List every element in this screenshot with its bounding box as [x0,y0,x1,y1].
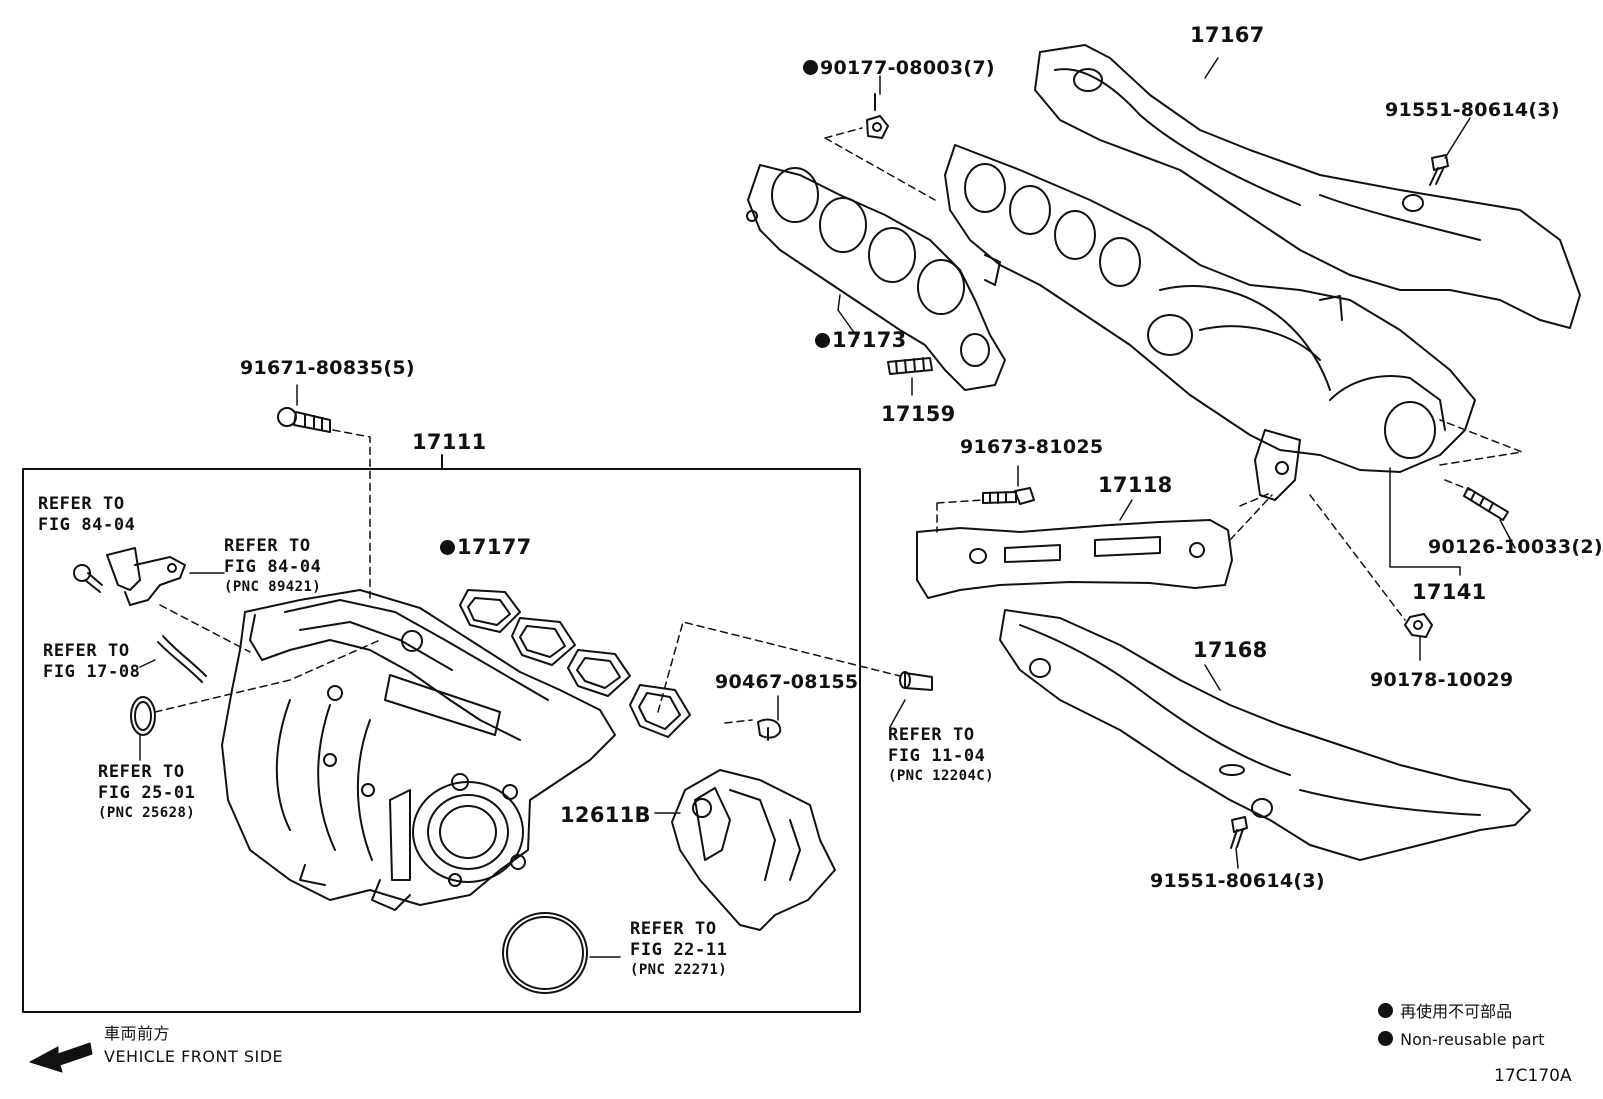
refer-fig-25-01[interactable]: REFER TO FIG 25-01 (PNC 25628) [98,762,196,822]
insulator-17167 [1034,44,1581,329]
refer-figure: FIG 22-11 [630,940,728,961]
nut-90178 [1404,613,1433,638]
bolt-91673 [982,487,1035,505]
part-number-17168[interactable]: 17168 [1193,638,1268,662]
exhaust-manifold-17141 [944,144,1476,501]
refer-label: REFER TO [38,494,125,514]
part-number-90178[interactable]: 90178-10029 [1370,669,1514,691]
hose-17-08 [157,635,207,683]
bolt-91551-bottom [1230,816,1248,849]
clip-90467 [757,718,782,741]
gasket-17177 [459,589,691,738]
refer-pnc: (PNC 25628) [98,804,196,821]
non-reusable-dot-icon [803,60,818,75]
refer-label: REFER TO [43,641,130,661]
refer-figure: FIG 11-04 [888,746,986,767]
stud-17159 [887,357,933,375]
refer-label: REFER TO [630,919,717,939]
bolt-91551-top [1429,154,1449,186]
part-number-90177-text: 90177-08003(7) [820,57,995,79]
legend-english-text: Non-reusable part [1400,1030,1545,1049]
part-number-12611B[interactable]: 12611B [560,803,651,827]
stud-90126 [1463,487,1509,521]
part-number-90177[interactable]: 90177-08003(7) [803,59,995,78]
part-number-17118[interactable]: 17118 [1098,473,1173,497]
part-number-17177[interactable]: 17177 [440,537,532,558]
part-number-90467[interactable]: 90467-08155 [715,671,859,693]
refer-figure: FIG 84-04 [224,557,322,578]
leader-lines [139,57,1516,958]
part-number-17159[interactable]: 17159 [881,402,956,426]
front-arrow-icon [29,1042,93,1073]
part-number-17111[interactable]: 17111 [412,430,487,454]
refer-fig-11-04[interactable]: REFER TO FIG 11-04 (PNC 12204C) [888,725,994,785]
nut-90177 [866,93,889,139]
front-label-english: VEHICLE FRONT SIDE [104,1047,284,1066]
dashed-lines [154,127,1523,724]
refer-label: REFER TO [98,762,185,782]
non-reusable-dot-icon [815,333,830,348]
intake-manifold [221,589,616,911]
pcv-valve-12204C [899,671,933,691]
part-number-90126[interactable]: 90126-10033(2) [1428,536,1603,558]
refer-label: REFER TO [888,725,975,745]
part-number-91673[interactable]: 91673-81025 [960,436,1104,458]
non-reusable-dot-icon [1378,1031,1393,1046]
insulator-12611B [671,769,836,931]
front-label-japanese: 車両前方 [104,1024,171,1043]
stay-17118 [916,519,1233,599]
refer-figure: FIG 25-01 [98,783,196,804]
sensor-bolt [73,564,103,593]
refer-fig-22-11[interactable]: REFER TO FIG 22-11 (PNC 22271) [630,919,728,979]
part-number-91551-top[interactable]: 91551-80614(3) [1385,99,1560,121]
part-number-91551-bottom[interactable]: 91551-80614(3) [1150,870,1325,892]
refer-pnc: (PNC 22271) [630,961,728,978]
part-number-91671[interactable]: 91671-80835(5) [240,357,415,379]
legend-japanese: 再使用不可部品 [1378,1003,1512,1020]
part-number-17173[interactable]: 17173 [815,330,907,351]
insulator-17168 [999,609,1531,861]
non-reusable-dot-icon [440,540,455,555]
sensor-89421 [106,547,186,606]
refer-pnc: (PNC 12204C) [888,767,994,784]
legend-japanese-text: 再使用不可部品 [1400,1002,1513,1021]
refer-fig-84-04-a[interactable]: REFER TO FIG 84-04 [38,494,136,537]
gasket-17173 [746,164,1006,391]
clip-25-01 [130,696,156,736]
throttle-gasket-ring [502,912,588,994]
part-number-17177-text: 17177 [457,535,532,559]
refer-figure: FIG 84-04 [38,515,136,536]
refer-fig-17-08[interactable]: REFER TO FIG 17-08 [43,641,141,684]
non-reusable-dot-icon [1378,1003,1393,1018]
bolt-91671 [277,407,331,433]
figure-code: 17C170A [1494,1066,1572,1086]
legend-english: Non-reusable part [1378,1031,1544,1048]
refer-label: REFER TO [224,536,311,556]
part-number-17173-text: 17173 [832,328,907,352]
refer-fig-84-04-b[interactable]: REFER TO FIG 84-04 (PNC 89421) [224,536,322,596]
refer-figure: FIG 17-08 [43,662,141,683]
refer-pnc: (PNC 89421) [224,578,322,595]
part-number-17141[interactable]: 17141 [1412,580,1487,604]
part-number-17167[interactable]: 17167 [1190,23,1265,47]
